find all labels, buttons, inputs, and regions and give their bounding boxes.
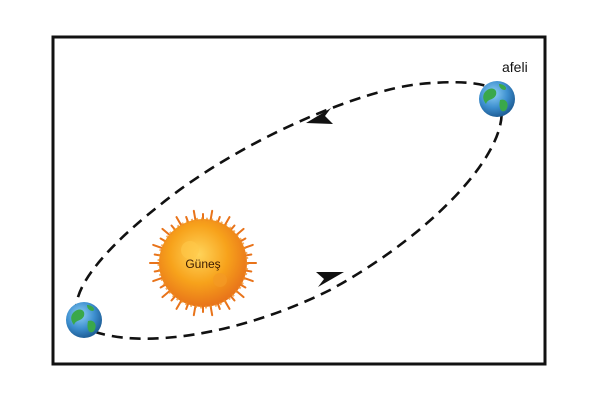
orbit-arrow-lower [316, 272, 344, 287]
earth-aphelion-icon [479, 81, 515, 117]
diagram-frame [51, 35, 547, 366]
sun-label: Güneş [185, 257, 220, 271]
earth-perihelion-icon [66, 302, 102, 338]
sun-icon [149, 209, 257, 317]
orbit-arrow-upper [306, 108, 333, 124]
aphelion-label: afeli [502, 59, 528, 75]
